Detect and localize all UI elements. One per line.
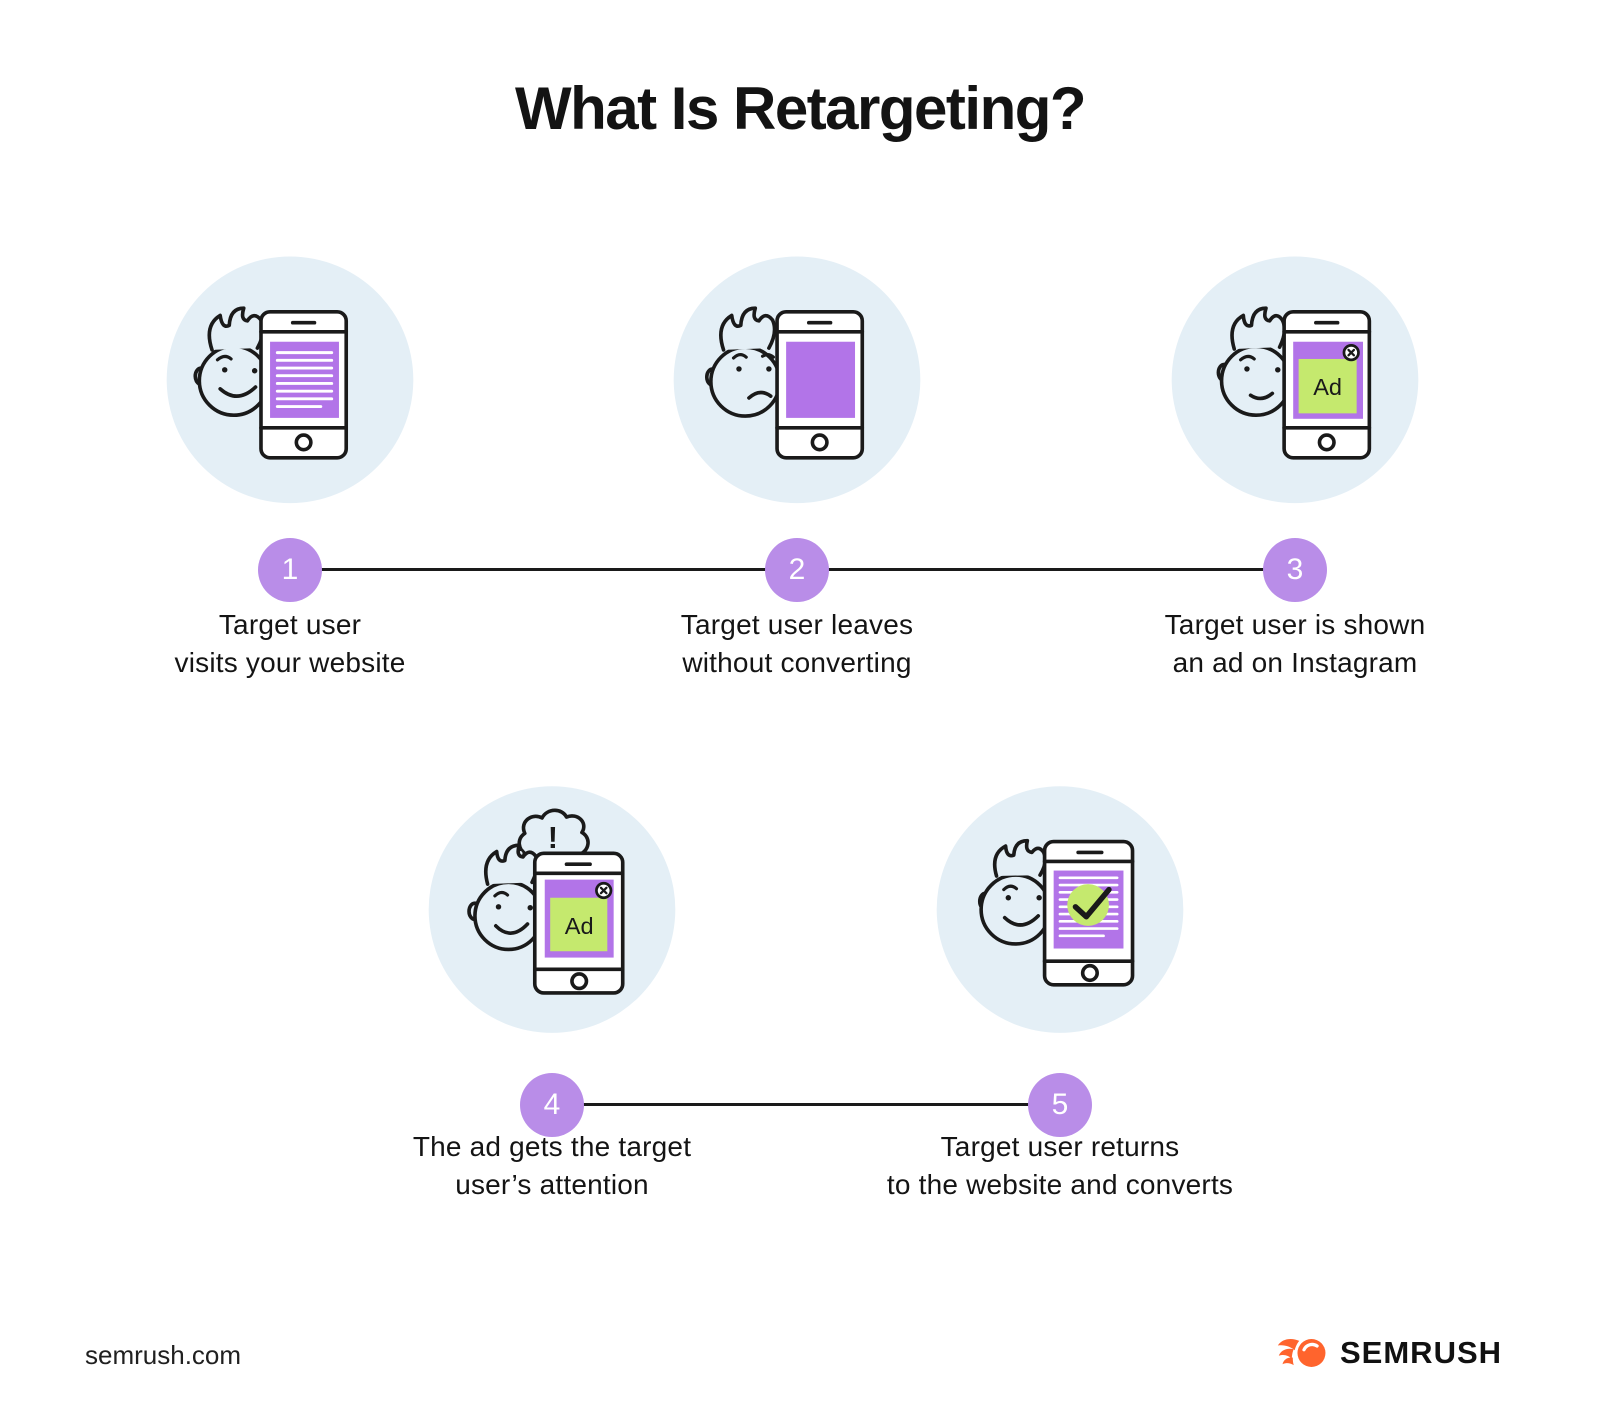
caption-line: without converting [682,647,912,678]
caption-line: visits your website [174,647,406,678]
caption-line: user’s attention [455,1169,649,1200]
eye [1036,895,1042,901]
eyebrow [731,353,748,360]
phone-icon: Ad [1282,309,1372,460]
caption-line: Target user leaves [680,609,914,640]
step-number: 5 [1051,1088,1069,1121]
step-5-caption: Target user returns to the website and c… [830,1128,1290,1204]
step-5-illustration [924,769,1196,1041]
checkmark-icon [1072,886,1112,920]
exclamation-mark: ! [548,820,558,855]
eye [1005,895,1012,901]
eye [736,366,742,372]
step-4-illustration: ! [416,769,688,1041]
eye [495,904,502,910]
success-circle [1067,884,1109,926]
caption-line: Target user returns [940,1131,1180,1162]
eye [251,368,258,374]
text-lines [275,351,334,409]
smile [493,922,530,935]
step-1-illustration [154,242,426,514]
step-2-number-badge: 2 [765,538,829,602]
ad-box [550,897,608,952]
step-number: 3 [1286,553,1304,586]
head [979,873,1052,946]
user-converts-phone-icon [936,786,1184,1033]
eye [1275,367,1281,373]
face-icon [704,306,782,418]
phone-icon [1042,839,1135,987]
step-number: 4 [543,1088,561,1121]
face-icon [977,838,1052,946]
smile [218,385,258,398]
eyebrow [760,353,776,359]
step-number: 1 [281,553,299,586]
home-button [1080,963,1099,983]
caption-line: Target user [218,609,362,640]
step-2-caption: Target user leaves without converting [567,606,1027,682]
hair [1230,306,1287,351]
user-attention-ad-phone-icon: ! [428,786,676,1033]
website-url: semrush.com [85,1340,242,1370]
eyebrow [215,354,233,362]
face-icon [467,843,544,952]
step-1-caption: Target user visits your website [60,606,520,682]
step-2-illustration [661,242,933,514]
brand-name: SEMRUSH [1340,1335,1503,1370]
eye [222,367,228,373]
frown [747,390,773,400]
semrush-flame-icon [1277,1338,1326,1367]
step-1-number-badge: 1 [258,538,322,602]
smile [1002,914,1041,927]
caption-line: Target user is shown [1164,609,1426,640]
face-icon [1216,306,1293,417]
eye [766,366,772,372]
semrush-logo: SEMRUSH [1276,1334,1502,1372]
eyebrow [493,890,510,898]
caption-line: The ad gets the target [412,1131,692,1162]
user-ad-phone-icon: Ad [1171,256,1419,504]
home-button [810,433,829,452]
happy-user-website-phone-icon [166,256,414,504]
step-3-illustration: Ad [1159,242,1431,514]
eyebrow [1239,354,1256,362]
home-button [570,972,589,991]
hair [719,306,777,352]
close-icon [1342,344,1360,362]
phone-icon: Ad [532,851,625,995]
eye [527,905,533,911]
step-3-number-badge: 3 [1263,538,1327,602]
step-3-caption: Target user is shown an ad on Instagram [1065,606,1525,682]
head [197,344,271,417]
step-4-caption: The ad gets the target user’s attention [322,1128,782,1204]
head [1219,344,1293,417]
caption-line: an ad on Instagram [1172,647,1418,678]
timeline-connector-row2 [552,1103,1060,1106]
phone-icon [259,309,349,460]
blank-screen [786,341,856,418]
phone-icon [775,309,865,460]
home-button [294,433,313,452]
caption-line: to the website and converts [886,1169,1234,1200]
ad-label: Ad [565,913,594,939]
head [473,880,544,952]
eyebrow [1002,884,1019,892]
step-number: 2 [788,553,806,586]
eye [1244,366,1250,372]
smile [1248,391,1275,401]
page-title: What Is Retargeting? [514,75,1087,142]
ad-box [1298,358,1357,414]
ad-label: Ad [1313,374,1342,400]
home-button [1317,433,1336,452]
unhappy-user-phone-icon [673,256,921,504]
close-icon [595,881,613,900]
step-5-number-badge: 5 [1028,1073,1092,1137]
step-4-number-badge: 4 [520,1073,584,1137]
